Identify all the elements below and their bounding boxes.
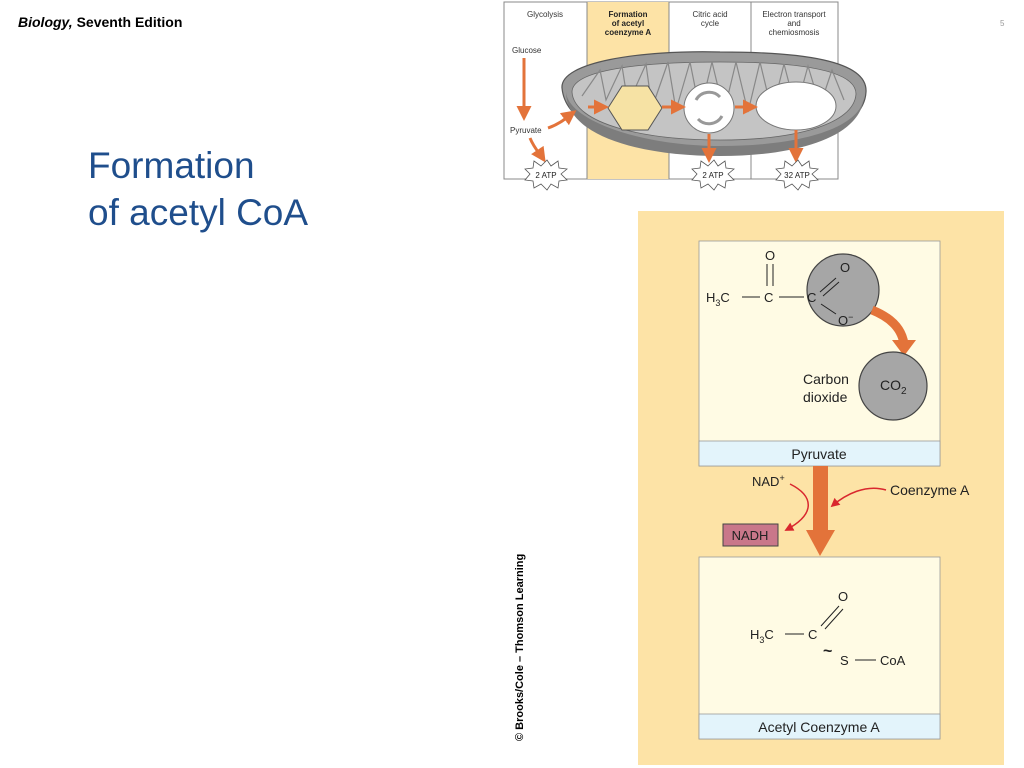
stage-formation-3: coenzyme A [605,28,652,37]
coenzyme-arrow [830,487,887,508]
stage-formation-1: Formation [608,10,647,19]
stage-citric-2: cycle [701,19,720,28]
stage-etc-2: and [787,19,800,28]
h3c-1: H3C [706,290,730,308]
nad-arrow [784,483,809,531]
title-line-1: Formation [88,145,255,186]
c-circle: C [807,290,816,305]
etc-oval [755,81,837,131]
acetyl-label-bar [698,713,941,740]
co2-circle [858,351,928,421]
coenzyme-label: Coenzyme A [890,482,970,498]
stage-citric-1: Citric acid [692,10,727,19]
stage-glycolysis: Glycolysis [527,10,563,19]
co2: CO2 [880,377,907,397]
header-edition: Seventh Edition [76,14,183,30]
glucose-label: Glucose [512,46,542,55]
o-top: O [765,248,775,263]
tilde-bond: ~ [823,643,832,660]
atp-2: 2 ATP [702,171,723,180]
nadh-label: NADH [732,528,769,543]
coa-label: CoA [880,653,906,668]
header: Biology, Seventh Edition [18,14,182,30]
nad-label: NAD+ [752,473,785,489]
c-left: C [764,290,773,305]
h3c-2: H3C [750,627,774,645]
pyruvate-label: Pyruvate [791,446,846,462]
o-acetyl: O [838,589,848,604]
pyruvate-label-small: Pyruvate [510,126,542,135]
atp-burst-2 [691,159,735,191]
acetyl-box [698,556,941,740]
acetyl-label: Acetyl Coenzyme A [758,719,880,735]
pyruvate-label-bar [698,440,941,467]
detail-panel: Pyruvate O H3C C C O O− CO2 Carbon dioxi… [638,211,1004,765]
atp-burst-3 [775,159,819,191]
main-arrow-shaft [813,466,828,532]
mitochondrion-icon [561,51,867,156]
overview-panel: Glycolysis Formation of acetyl coenzyme … [503,1,1005,191]
right-mark: 5 [1000,19,1005,28]
nadh-box [722,523,779,547]
atp-3: 32 ATP [784,171,810,180]
atp-1: 2 ATP [535,171,556,180]
citric-cycle-circle [683,82,735,134]
s-label: S [840,653,849,668]
main-arrow-head [806,530,835,556]
stage-etc-1: Electron transport [762,10,826,19]
stage-formation-2: of acetyl [612,19,644,28]
o-circle: O [840,260,850,275]
header-book: Biology, [18,14,73,30]
o-minus: O− [838,312,853,328]
slide-title: Formation of acetyl CoA [88,142,308,236]
title-line-2: of acetyl CoA [88,192,309,233]
stage-etc-3: chemiosmosis [769,28,820,37]
atp-burst-1 [524,159,568,191]
carbon-label: Carbon [803,371,849,387]
dioxide-label: dioxide [803,389,848,405]
carboxyl-circle [806,253,880,327]
c-acetyl: C [808,627,817,642]
